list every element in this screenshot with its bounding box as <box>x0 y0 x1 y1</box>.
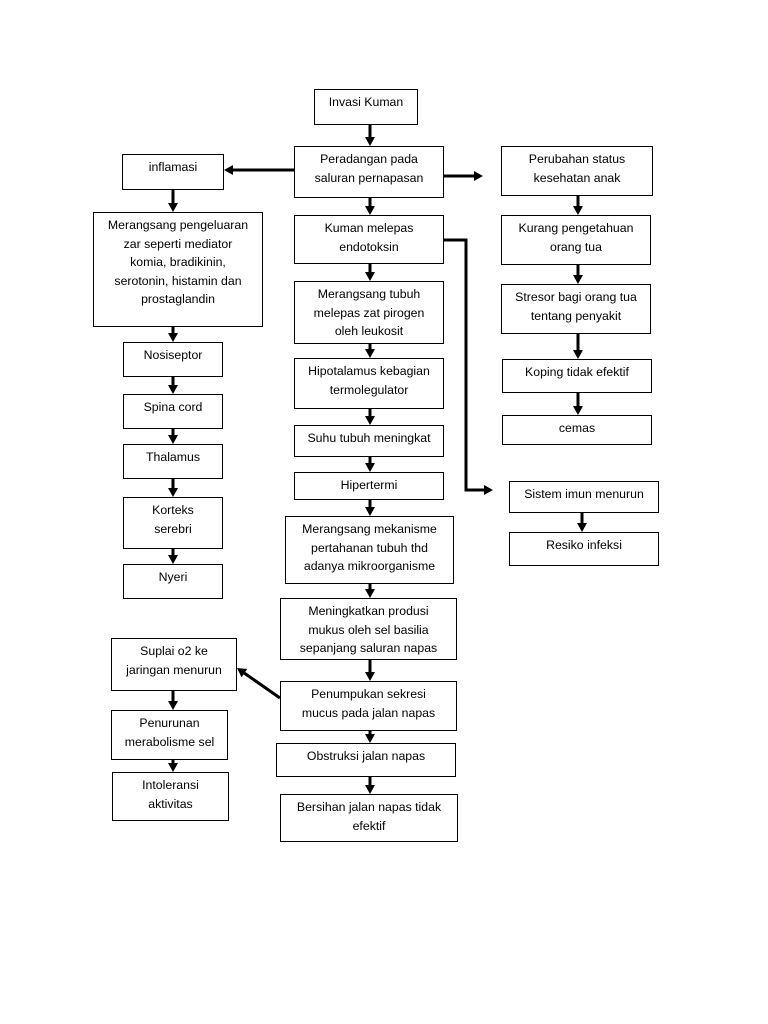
arrowhead <box>365 349 375 358</box>
arrowhead <box>365 507 375 516</box>
node-hipertermi: Hipertermi <box>294 472 444 500</box>
arrowhead <box>484 485 493 495</box>
arrowhead <box>168 385 178 394</box>
node-perubahan-status: Perubahan status kesehatan anak <box>501 146 653 196</box>
arrow-penumpukan-to-obstruksi <box>365 731 375 743</box>
arrowhead <box>573 206 583 215</box>
node-peradangan: Peradangan pada saluran pernapasan <box>294 146 444 198</box>
arrowhead <box>365 272 375 281</box>
node-stresor: Stresor bagi orang tua tentang penyakit <box>501 284 651 334</box>
arrowhead <box>365 463 375 472</box>
arrow-peradangan-to-inflamasi <box>224 165 294 175</box>
arrow-spina-to-thalamus <box>168 429 178 444</box>
arrowhead <box>573 275 583 284</box>
node-obstruksi: Obstruksi jalan napas <box>276 743 456 777</box>
node-nyeri: Nyeri <box>123 564 223 599</box>
node-hipotalamus: Hipotalamus kebagian termolegulator <box>294 358 444 409</box>
arrow-nosiseptor-to-spina <box>168 377 178 394</box>
node-sistem-imun: Sistem imun menurun <box>509 481 659 513</box>
arrowhead <box>365 416 375 425</box>
node-suhu-tubuh: Suhu tubuh meningkat <box>294 425 444 457</box>
arrowhead <box>573 350 583 359</box>
node-merangsang-tubuh: Merangsang tubuh melepas zat pirogen ole… <box>294 281 444 344</box>
arrowhead <box>168 701 178 710</box>
node-korteks-serebri: Korteks serebri <box>123 497 223 549</box>
node-koping: Koping tidak efektif <box>502 359 652 393</box>
arrow-sistem-imun-to-resiko <box>577 513 587 532</box>
arrowhead <box>474 171 483 181</box>
arrow-hipotalamus-to-suhu <box>365 409 375 425</box>
arrow-korteks-to-nyeri <box>168 549 178 564</box>
arrowhead <box>168 203 178 212</box>
arrowhead <box>168 763 178 772</box>
node-merangsang-pengeluaran: Merangsang pengeluaran zar seperti media… <box>93 212 263 327</box>
arrow-suhu-to-hipertermi <box>365 457 375 472</box>
arrow-kurang-pengetahuan-to-stresor <box>573 265 583 284</box>
arrowhead <box>577 523 587 532</box>
arrowhead <box>365 734 375 743</box>
arrow-peradangan-to-perubahan <box>444 171 483 181</box>
arrow-penumpukan-to-suplai <box>237 668 281 700</box>
arrow-mekanisme-to-mukus <box>365 584 375 598</box>
node-kurang-pengetahuan: Kurang pengetahuan orang tua <box>501 215 651 265</box>
node-spina-cord: Spina cord <box>123 394 223 429</box>
arrowhead <box>237 668 248 678</box>
node-resiko-infeksi: Resiko infeksi <box>509 532 659 566</box>
node-merangsang-mekanisme: Merangsang mekanisme pertahanan tubuh th… <box>285 516 454 584</box>
node-inflamasi: inflamasi <box>122 154 224 190</box>
arrow-thalamus-to-korteks <box>168 479 178 497</box>
arrowhead <box>365 589 375 598</box>
arrow-suplai-to-penurunan <box>168 691 178 710</box>
connector-line <box>444 238 484 492</box>
arrowhead <box>365 672 375 681</box>
arrow-kuman-melepas-to-merangsang-tubuh <box>365 264 375 281</box>
node-thalamus: Thalamus <box>123 444 223 479</box>
arrowhead <box>365 206 375 215</box>
arrow-merangsang-tubuh-to-hipotalamus <box>365 344 375 358</box>
arrow-penurunan-to-intoleransi <box>168 760 178 772</box>
arrowhead <box>365 785 375 794</box>
node-penumpukan-sekresi: Penumpukan sekresi mucus pada jalan napa… <box>280 681 457 731</box>
node-cemas: cemas <box>502 415 652 445</box>
arrowhead <box>224 165 233 175</box>
arrow-hipertermi-to-mekanisme <box>365 500 375 516</box>
arrowhead <box>168 333 178 342</box>
arrowhead <box>573 406 583 415</box>
node-kuman-melepas: Kuman melepas endotoksin <box>294 215 444 264</box>
connector-line <box>243 671 281 700</box>
arrow-mukus-to-penumpukan <box>365 660 375 681</box>
arrow-invasi-to-peradangan <box>365 125 375 146</box>
arrow-koping-to-cemas <box>573 393 583 415</box>
node-meningkatkan-produksi: Meningkatkan produsi mukus oleh sel basi… <box>280 598 457 660</box>
arrowhead <box>168 488 178 497</box>
node-intoleransi: Intoleransi aktivitas <box>112 772 229 821</box>
arrow-stresor-to-koping <box>573 334 583 359</box>
arrow-peradangan-to-kuman-melepas <box>365 198 375 215</box>
arrow-perubahan-to-kurang-pengetahuan <box>573 196 583 215</box>
node-invasi-kuman: Invasi Kuman <box>314 89 418 125</box>
arrowhead <box>168 435 178 444</box>
node-penurunan-metabolisme: Penurunan merabolisme sel <box>111 710 228 760</box>
arrow-merangsang-pengeluaran-to-nosiseptor <box>168 327 178 342</box>
arrowhead <box>168 555 178 564</box>
node-suplai-o2: Suplai o2 ke jaringan menurun <box>111 638 237 691</box>
arrowhead <box>365 137 375 146</box>
node-bersihan-jalan-napas: Bersihan jalan napas tidak efektif <box>280 794 458 842</box>
node-nosiseptor: Nosiseptor <box>123 342 223 377</box>
arrow-obstruksi-to-bersihan <box>365 777 375 794</box>
arrow-kuman-melepas-to-sistem-imun <box>444 238 493 495</box>
arrow-inflamasi-to-merangsang-pengeluaran <box>168 190 178 212</box>
